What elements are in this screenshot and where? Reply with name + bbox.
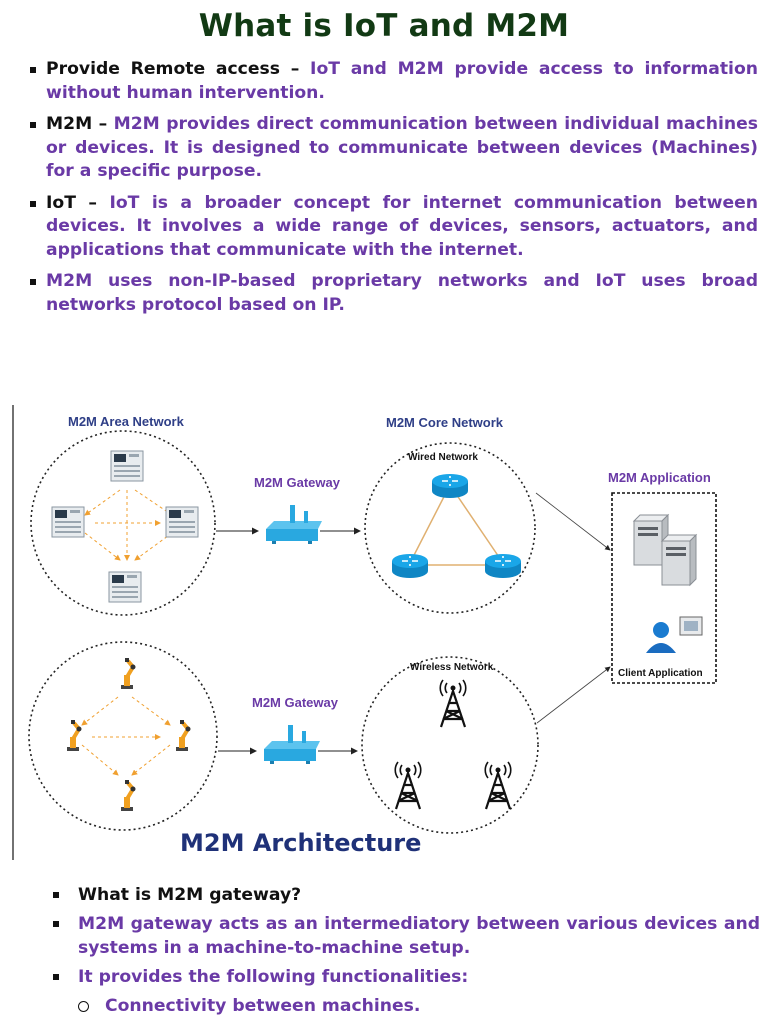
robot-arm-icon: [119, 656, 138, 691]
network-link: [449, 484, 504, 564]
machine-icon: [165, 506, 199, 538]
top-bullet-list: Provide Remote access – IoT and M2M prov…: [30, 58, 758, 325]
client-application-label: Client Application: [618, 668, 703, 679]
sub-bullet-connectivity: Connectivity between machines.: [50, 994, 760, 1018]
sub-bullet-circle: [78, 1001, 89, 1012]
application-label: M2M Application: [608, 470, 711, 485]
application-box: [611, 492, 717, 684]
bullet-text: IoT is a broader concept for internet co…: [46, 192, 758, 260]
bullet-gateway-definition: M2M gateway acts as an intermediatory be…: [50, 912, 760, 960]
bullet-text: M2M gateway acts as an intermediatory be…: [78, 914, 760, 958]
bullet-text: M2M provides direct communication betwee…: [46, 114, 758, 181]
machine-icon: [110, 450, 144, 482]
robot-arm-icon: [65, 718, 84, 753]
gateway-bottom-label: M2M Gateway: [252, 695, 339, 710]
bullet-square: [53, 921, 59, 927]
cell-tower-icon: [484, 760, 512, 811]
bottom-bullet-list: What is M2M gateway? M2M gateway acts as…: [50, 883, 760, 1018]
bullet-m2m: M2M – M2M provides direct communication …: [30, 113, 758, 184]
bullet-text: IoT and M2M provide access to informatio…: [46, 59, 758, 103]
robot-links: [81, 696, 171, 776]
gateway-icon: [264, 725, 320, 764]
bullet-square: [53, 974, 59, 980]
cell-tower-icon: [439, 678, 467, 729]
bullet-square: [30, 67, 36, 73]
network-link: [409, 484, 451, 564]
wireless-network-circle: [361, 656, 539, 834]
wireless-network-label: Wireless Network: [410, 662, 494, 673]
machine-icon: [108, 571, 142, 603]
bullet-text: M2M uses non-IP-based proprietary networ…: [46, 271, 758, 315]
gateway-top-label: M2M Gateway: [254, 475, 341, 490]
bullet-lead: Provide Remote access –: [46, 59, 300, 79]
bullet-remote-access: Provide Remote access – IoT and M2M prov…: [30, 58, 758, 105]
sub-bullet-text: Connectivity between machines.: [105, 996, 421, 1016]
bullet-text: It provides the following functionalitie…: [78, 967, 469, 987]
bullet-lead: IoT –: [46, 192, 97, 213]
machine-links: [84, 489, 173, 561]
server-icon: [661, 534, 697, 586]
architecture-title: M2M Architecture: [180, 829, 421, 857]
connector-arrow: [536, 666, 611, 724]
wired-network-label: Wired Network: [408, 452, 478, 463]
area-network-circle-bottom: [28, 641, 218, 831]
area-network-label: M2M Area Network: [68, 414, 185, 429]
diagram-canvas: M2M Area Network M2M Core Network M2M Ga…: [12, 405, 717, 860]
client-user-icon: [646, 616, 703, 653]
cell-tower-icon: [394, 760, 422, 811]
router-icon: [484, 553, 522, 579]
bullet-iot: IoT – IoT is a broader concept for inter…: [30, 192, 758, 263]
bullet-lead: M2M –: [46, 114, 108, 134]
robot-arm-icon: [119, 778, 138, 813]
bullet-square: [30, 279, 36, 285]
bullet-square: [30, 122, 36, 128]
router-icon: [391, 553, 429, 579]
bullet-network-comparison: M2M uses non-IP-based proprietary networ…: [30, 270, 758, 317]
gateway-icon: [266, 505, 322, 544]
robot-arm-icon: [174, 718, 193, 753]
bullet-square: [30, 200, 36, 207]
page-title: What is IoT and M2M: [198, 8, 570, 44]
bullet-text: What is M2M gateway?: [78, 885, 302, 905]
connector-arrow: [535, 492, 611, 551]
machine-icon: [51, 506, 85, 538]
router-icon: [431, 473, 469, 499]
bullet-gateway-question: What is M2M gateway?: [50, 883, 760, 907]
bullet-functionalities: It provides the following functionalitie…: [50, 965, 760, 989]
wired-network-circle: [364, 442, 536, 614]
area-network-circle-top: [30, 430, 216, 616]
bullet-square: [53, 892, 59, 898]
core-network-label: M2M Core Network: [386, 415, 504, 430]
m2m-architecture-diagram: M2M Area Network M2M Core Network M2M Ga…: [10, 405, 768, 860]
